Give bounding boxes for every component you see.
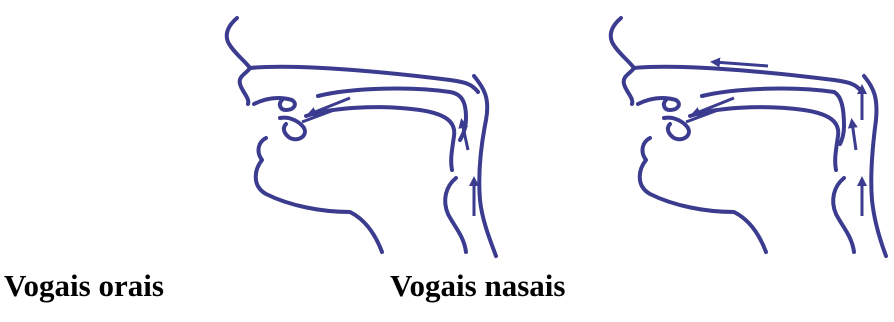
upper-lip	[254, 98, 295, 110]
nose-outline	[611, 18, 634, 104]
airflow-pharynx-arrow	[852, 122, 856, 150]
caption-nasal-vowels: Vogais nasais	[390, 266, 565, 306]
larynx	[833, 178, 854, 252]
nose-outline	[227, 18, 250, 104]
chin	[256, 138, 382, 252]
lower-lip	[664, 118, 689, 140]
vocal-tract-sagittal-section	[210, 0, 510, 262]
lower-lip	[280, 118, 305, 140]
nasal-vowel-diagram	[594, 0, 894, 262]
larynx	[445, 178, 466, 252]
tongue	[306, 107, 454, 170]
pharynx-wall	[864, 76, 886, 256]
pharynx-wall	[474, 76, 496, 256]
tongue	[690, 107, 838, 170]
airflow-nasal-arrow	[714, 62, 768, 66]
upper-lip	[638, 98, 679, 110]
caption-oral-vowels: Vogais orais	[4, 266, 164, 306]
oral-vowel-diagram	[210, 0, 510, 262]
chin	[640, 138, 766, 252]
vocal-tract-sagittal-section	[594, 0, 894, 262]
velum	[318, 89, 466, 140]
